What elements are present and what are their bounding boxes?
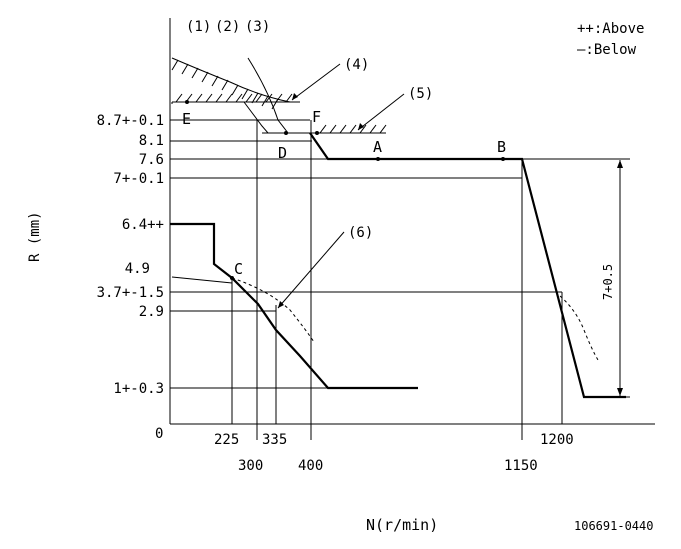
dimension-arrow	[586, 160, 630, 398]
reference-lines-vertical	[231, 120, 563, 440]
y-tick-2.9: 2.9	[139, 304, 164, 320]
callout-1: (1)	[186, 19, 211, 35]
right-dashed-curve	[559, 295, 599, 361]
point-E: E	[182, 110, 191, 128]
y-tick-3.7: 3.7+-1.5	[97, 285, 164, 301]
point-B: B	[497, 138, 506, 156]
y-tick-4.9: 4.9	[125, 261, 150, 277]
x-tick-225: 225	[214, 432, 239, 448]
callout-6: (6)	[348, 225, 373, 241]
callout-4: (4)	[344, 57, 369, 73]
callout-3: (3)	[245, 19, 270, 35]
x-tick-1150: 1150	[504, 458, 538, 474]
y-tick-8.7: 8.7+-0.1	[97, 113, 164, 129]
figure-id: 106691-0440	[574, 519, 653, 533]
callout-leaders	[277, 63, 405, 309]
point-D: D	[278, 144, 287, 162]
x-tick-335: 335	[262, 432, 287, 448]
callout-2: (2)	[215, 19, 240, 35]
point-F: F	[312, 108, 321, 126]
dimension-label: 7+0.5	[601, 264, 615, 300]
point-C: C	[234, 260, 243, 278]
y-tick-7.6: 7.6	[139, 152, 164, 168]
point-A: A	[373, 138, 382, 156]
x-tick-300: 300	[238, 458, 263, 474]
x-tick-400: 400	[298, 458, 323, 474]
lower-dashed-curve	[231, 277, 315, 343]
upper-hatched-limit	[171, 57, 387, 134]
legend-below: —:Below	[577, 42, 637, 58]
upper-main-curve	[243, 101, 310, 134]
y-tick-7: 7+-0.1	[113, 171, 164, 187]
y-tick-1: 1+-0.3	[113, 381, 164, 397]
point-markers	[185, 100, 505, 280]
legend-above: ++:Above	[577, 21, 644, 37]
lower-main-curve	[170, 222, 418, 390]
y-tick-8.1: 8.1	[139, 133, 164, 149]
x-axis-label: N(r/min)	[366, 516, 438, 534]
callout-5: (5)	[408, 86, 433, 102]
reference-lines-horizontal	[170, 119, 630, 389]
origin-label: 0	[155, 426, 163, 442]
upper-main-thick	[309, 132, 626, 399]
upper-curve-3	[247, 57, 289, 134]
y-axis-label: R (mm)	[27, 211, 43, 262]
y-tick-6.4: 6.4++	[122, 217, 164, 233]
x-tick-1200: 1200	[540, 432, 574, 448]
